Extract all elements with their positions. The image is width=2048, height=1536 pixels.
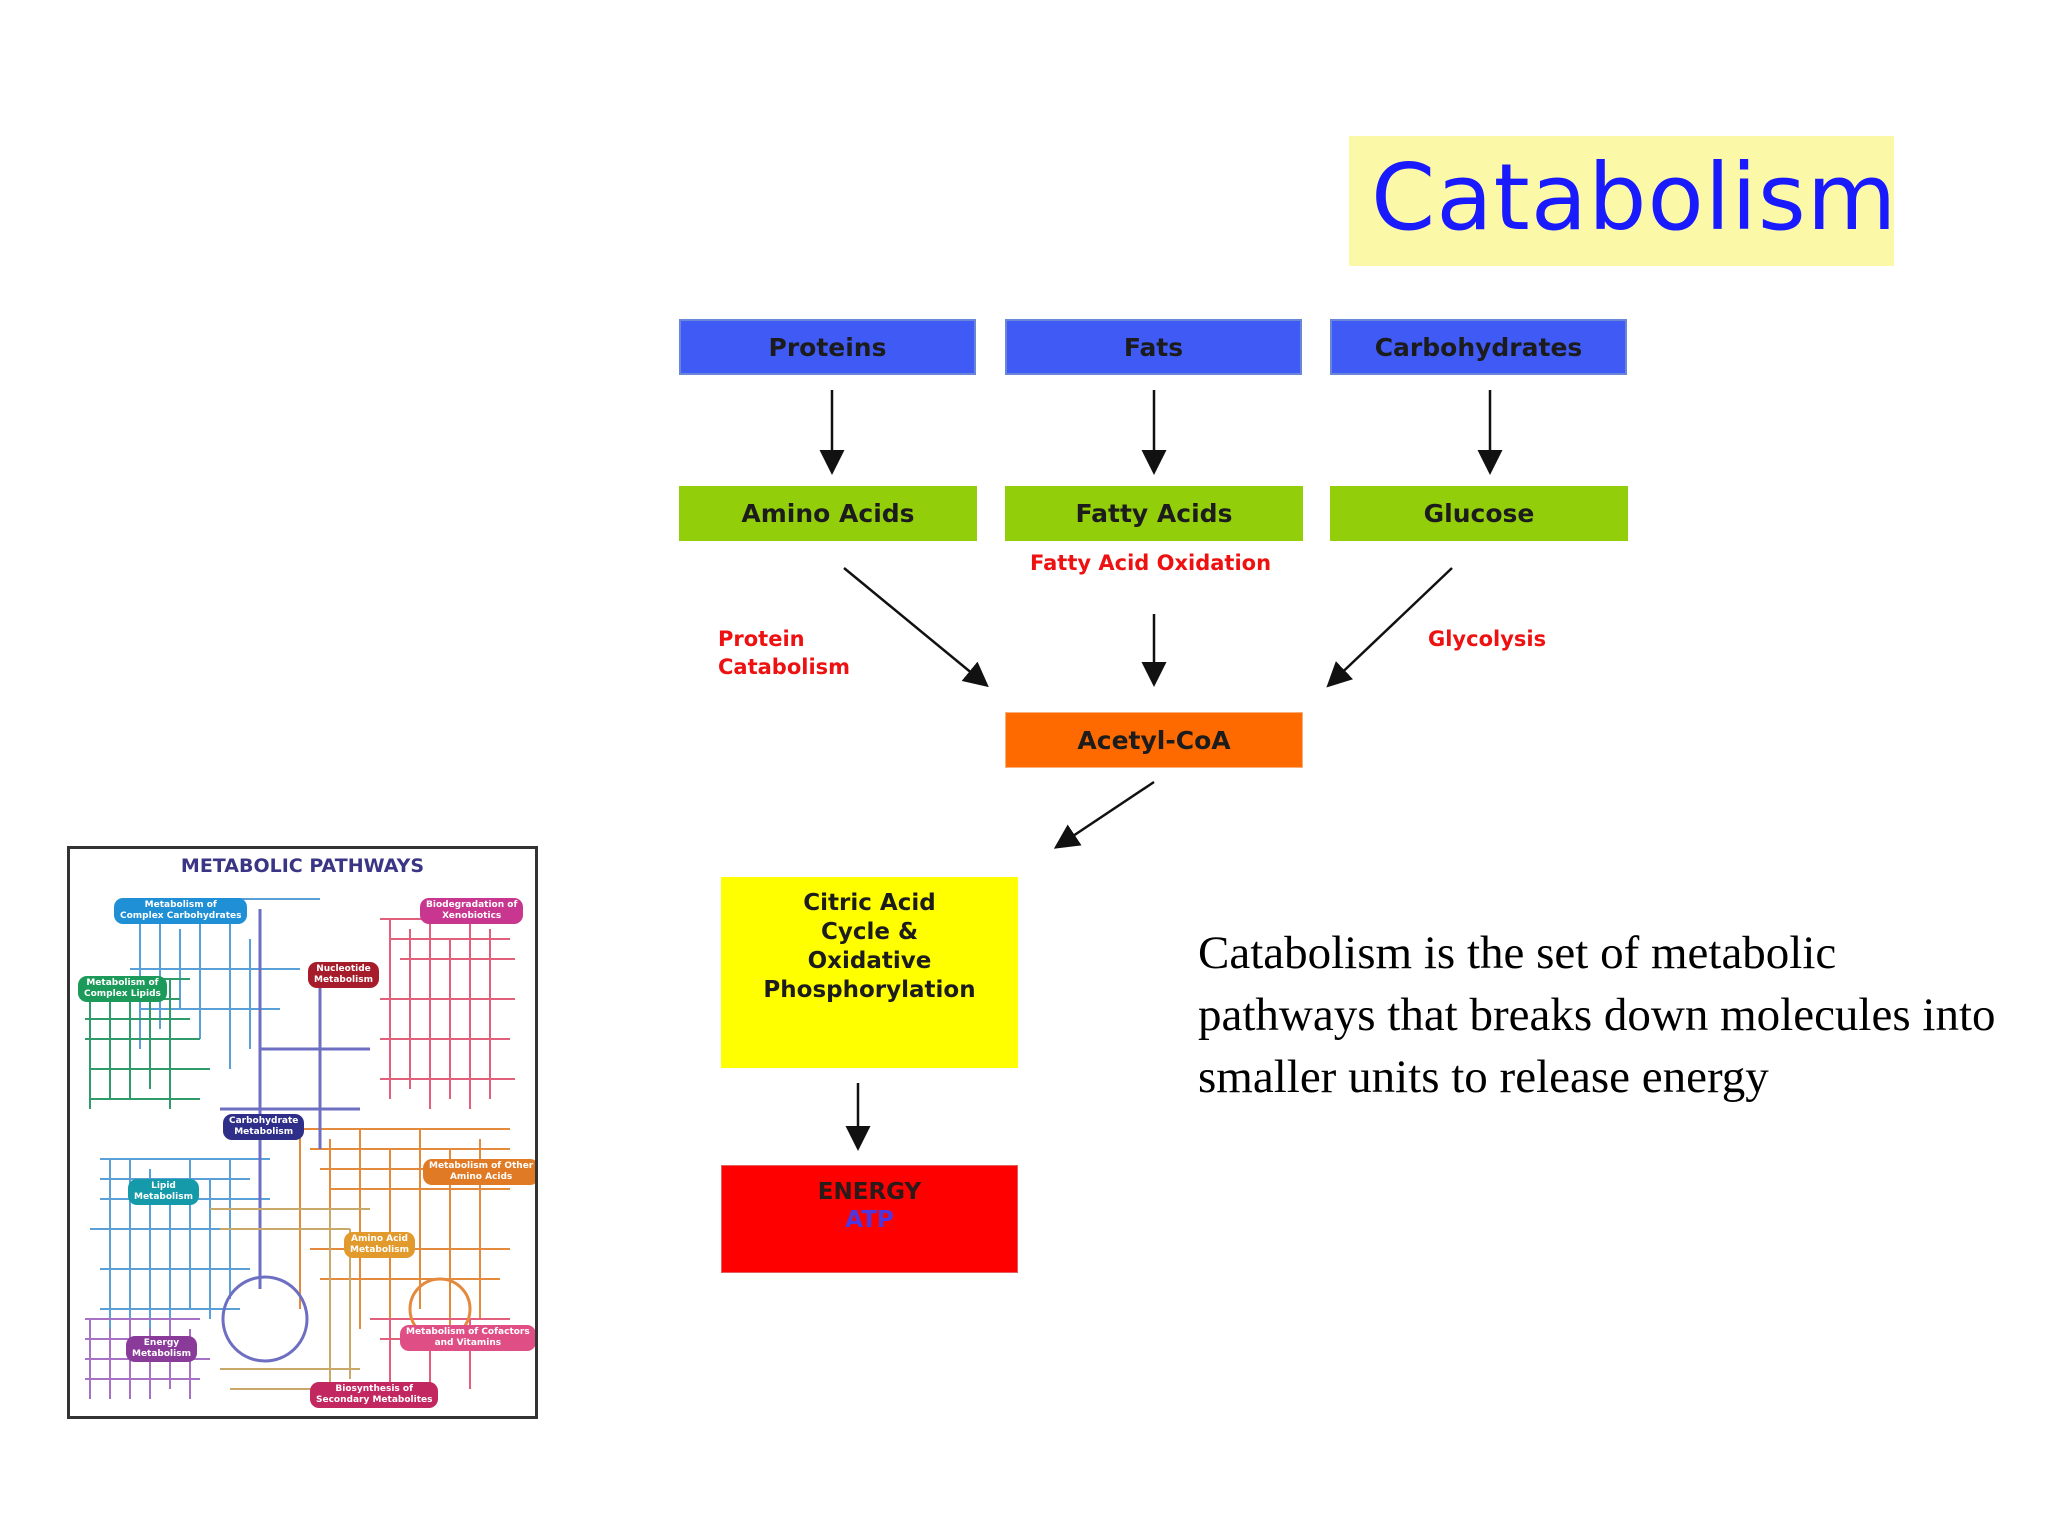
title-box: Catabolism (1349, 136, 1898, 266)
pathway-lines-tan (210, 1208, 370, 1390)
glucose-box: Glucose (1330, 486, 1628, 541)
protein-catabolism-label-line2: Catabolism (718, 655, 851, 679)
slide-title: Catabolism (1371, 144, 1898, 251)
citric-line: Cycle & (820, 919, 919, 945)
arrow-acetyl-to-citric (1053, 780, 1155, 849)
citric-acid-cycle-box: Citric Acid Cycle & Oxidative Phosphoryl… (721, 877, 1018, 1068)
acetyl-coa-box: Acetyl-CoA (1005, 712, 1303, 768)
fats-box: Fats (1005, 319, 1302, 375)
metabolic-pathways-map: METABOLIC PATHWAYS (67, 846, 538, 1419)
pathway-lines-pink (370, 918, 515, 1389)
arrow-amino-to-acetyl (843, 567, 989, 688)
energy-label: ENERGY (817, 1179, 922, 1205)
carbohydrates-box: Carbohydrates (1330, 319, 1627, 375)
glycolysis-label: Glycolysis (1428, 627, 1547, 651)
citric-line: Citric Acid (803, 890, 936, 916)
protein-catabolism-label-line1: Protein (718, 627, 805, 651)
fatty-acid-oxidation-label: Fatty Acid Oxidation (1030, 551, 1272, 575)
fatty-acids-box: Fatty Acids (1005, 486, 1303, 541)
atp-label: ATP (845, 1207, 894, 1233)
citric-line: Phosphorylation (763, 977, 976, 1003)
proteins-box: Proteins (679, 319, 976, 375)
metabolic-pathways-title: METABOLIC PATHWAYS (180, 855, 425, 877)
amino-acids-box: Amino Acids (679, 486, 977, 541)
energy-box: ENERGY ATP (721, 1165, 1018, 1273)
pathway-network-graphic (85, 898, 515, 1399)
description-text: Catabolism is the set of metabolic pathw… (1198, 927, 1996, 1103)
citric-line: Oxidative (807, 948, 932, 974)
